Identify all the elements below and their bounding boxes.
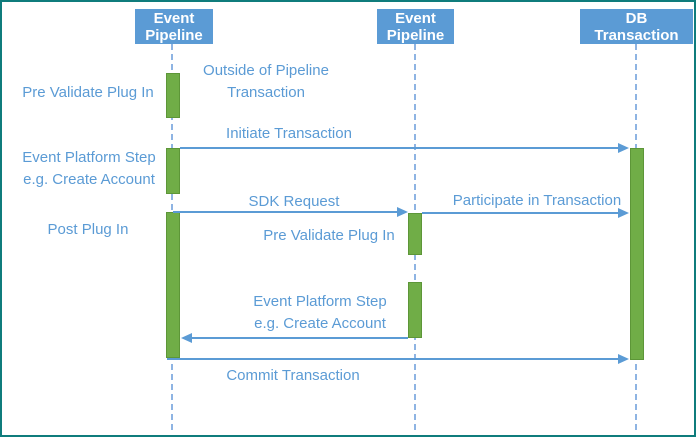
label-pre-validate-plugin: Pre Validate Plug In (8, 82, 168, 104)
message-label-text: Participate in Transaction (452, 192, 622, 209)
lifeline-header-label: DB (625, 10, 648, 27)
message-label-text: Initiate Transaction (226, 125, 352, 142)
activation-bar-db-transaction (630, 148, 644, 360)
arrowhead-left-icon (181, 333, 192, 343)
label-line: Pre Validate Plug In (22, 84, 154, 101)
lifeline-header-db-transaction: DB Transaction (580, 9, 693, 44)
arrowhead-right-icon (618, 354, 629, 364)
message-label-initiate-transaction: Initiate Transaction (209, 123, 369, 145)
activation-bar-event-platform-step (166, 148, 180, 194)
lifeline-header-label: Event (395, 10, 436, 27)
label-line: Event Platform Step (22, 149, 156, 166)
lifeline-header-label: Transaction (594, 27, 679, 44)
lifeline-header-label: Event (153, 10, 195, 27)
arrowhead-right-icon (618, 143, 629, 153)
annotation-pipeline2-pre-validate: Pre Validate Plug In (249, 225, 409, 247)
message-label-participate-in-transaction: Participate in Transaction (442, 190, 632, 212)
message-label-text: SDK Request (248, 193, 340, 210)
activation-bar-post-plugin (166, 212, 180, 358)
label-post-plugin: Post Plug In (8, 219, 168, 241)
message-label-commit-transaction: Commit Transaction (213, 365, 373, 387)
label-line: Post Plug In (47, 221, 129, 238)
annotation-line: Pre Validate Plug In (263, 227, 395, 244)
label-line: e.g. Create Account (23, 171, 155, 188)
lifeline-header-label: Pipeline (145, 27, 203, 44)
message-arrow-commit-transaction (167, 358, 618, 360)
message-arrow-initiate-transaction (180, 147, 618, 149)
annotation-outside-of-pipeline-transaction: Outside of Pipeline Transaction (186, 60, 346, 104)
annotation-line: Transaction (227, 84, 305, 101)
activation-bar-pipeline2-pre-validate (408, 213, 422, 255)
arrowhead-right-icon (618, 208, 629, 218)
annotation-line: e.g. Create Account (254, 315, 386, 332)
lifeline-header-event-pipeline-2: Event Pipeline (377, 9, 454, 44)
message-label-sdk-request: SDK Request (214, 191, 374, 213)
message-arrow-sdk-request (173, 211, 397, 213)
label-event-platform-step: Event Platform Step e.g. Create Account (9, 147, 169, 191)
lifeline-header-label: Pipeline (386, 27, 445, 44)
annotation-pipeline2-event-platform-step: Event Platform Step e.g. Create Account (240, 291, 400, 335)
annotation-line: Outside of Pipeline (203, 62, 329, 79)
lifeline-header-event-pipeline-1: Event Pipeline (135, 9, 213, 44)
message-label-text: Commit Transaction (226, 367, 360, 384)
annotation-line: Event Platform Step (253, 293, 387, 310)
message-arrow-return-to-pipeline1 (192, 337, 408, 339)
activation-bar-pre-validate (166, 73, 180, 118)
arrowhead-right-icon (397, 207, 408, 217)
message-arrow-participate-in-transaction (422, 212, 618, 214)
activation-bar-pipeline2-event-platform-step (408, 282, 422, 338)
